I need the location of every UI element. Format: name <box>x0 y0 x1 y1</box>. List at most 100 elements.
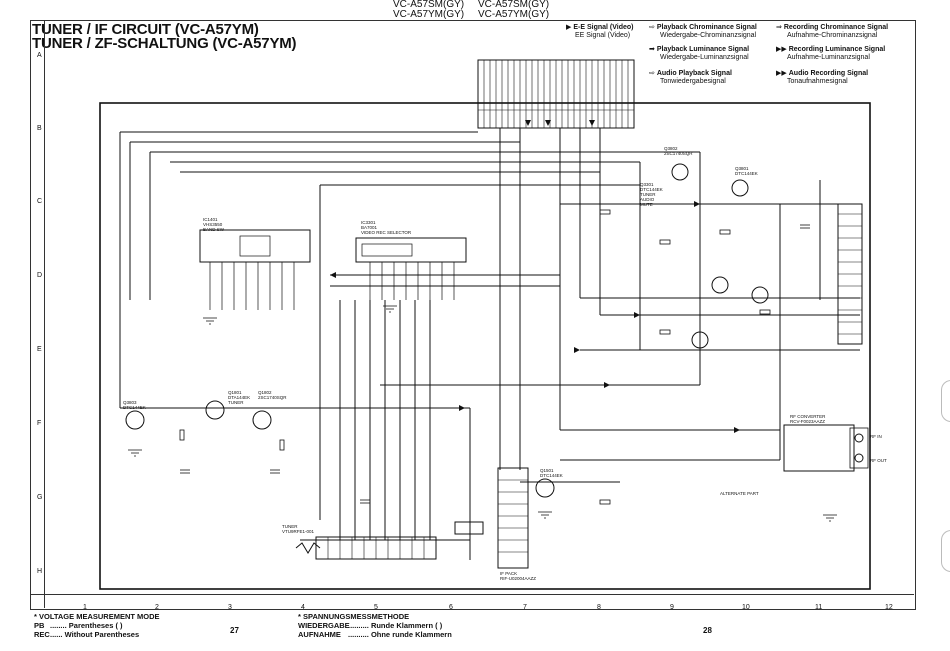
col-label-3: 3 <box>228 604 232 611</box>
row-ruler <box>30 20 45 608</box>
page-number-right: 28 <box>703 626 712 635</box>
q1801-symbol <box>205 400 225 420</box>
ic3301-ref: IC3301 <box>361 220 376 225</box>
voltage-mode-de: * SPANNUNGSMESSMETHODE WIEDERGABE.......… <box>298 612 452 639</box>
signal-arrow-8 <box>459 405 465 411</box>
signal-arrow-5 <box>634 312 640 318</box>
col-label-11: 11 <box>815 604 823 611</box>
rf-in-label: RF IN <box>870 434 882 439</box>
col-label-8: 8 <box>597 604 601 611</box>
svg-text:DTC144EK: DTC144EK <box>123 405 146 410</box>
col-label-6: 6 <box>449 604 453 611</box>
row-label-g: G <box>37 494 43 501</box>
rf-converter-ref: RF CONVERTER <box>790 414 826 419</box>
signal-arrow-10 <box>734 427 740 433</box>
recording-luma-arrow-icon: ▶▶ <box>776 46 787 53</box>
rf-converter-box <box>783 424 855 472</box>
q3802-ref: Q3802 <box>664 146 678 151</box>
binding-hole-1 <box>941 380 950 422</box>
if-pack-box <box>497 467 529 569</box>
model-label-left-2: VC-A57YM(GY) <box>393 9 465 20</box>
q1501-ref: Q1501 <box>540 468 554 473</box>
model-label-right-1: VC-A57SM(GY) <box>478 0 550 10</box>
q3803-symbol <box>125 410 145 430</box>
svg-text:2SC1740SQR: 2SC1740SQR <box>258 395 287 400</box>
q3301-symbol <box>691 331 709 349</box>
signal-arrow-1 <box>525 120 531 126</box>
signal-arrow-2 <box>545 120 551 126</box>
svg-text:VTU9RFE1-001: VTU9RFE1-001 <box>282 529 315 534</box>
model-label-left-1: VC-A57SM(GY) <box>393 0 465 10</box>
col-label-5: 5 <box>374 604 378 611</box>
svg-text:VHS3550: VHS3550 <box>203 222 223 227</box>
row-label-c: C <box>37 198 43 205</box>
col-label-1: 1 <box>83 604 87 611</box>
q1501-symbol <box>535 478 555 498</box>
q3801-symbol <box>671 163 689 181</box>
col-label-7: 7 <box>523 604 527 611</box>
svg-text:BAND SW: BAND SW <box>203 227 225 232</box>
q3802-symbol <box>731 179 749 197</box>
if-pack-ref: IF PACK <box>500 571 517 576</box>
row-label-b: B <box>37 125 42 132</box>
ee-signal-arrow-icon: ▶ <box>566 24 572 31</box>
playback-luma-arrow-icon: ➡ <box>649 46 655 53</box>
ic1401-ref: IC1401 <box>203 217 218 222</box>
audio-recording-arrow-icon: ▶▶ <box>776 70 787 77</box>
row-label-h: H <box>37 568 43 575</box>
signal-arrow-9 <box>604 382 610 388</box>
q3801-ref: Q3801 <box>735 166 749 171</box>
board-outline <box>99 102 871 590</box>
jumper-block <box>454 521 484 535</box>
page-title-en: TUNER / IF CIRCUIT (VC-A57YM) <box>32 21 259 38</box>
voltage-mode-en: * VOLTAGE MEASUREMENT MODE PB........ Pa… <box>34 612 160 639</box>
q3803-ref: Q3803 <box>123 400 137 405</box>
signal-arrow-3 <box>589 120 595 126</box>
binding-hole-2 <box>941 530 950 572</box>
sheet-frame <box>30 20 916 610</box>
col-label-9: 9 <box>670 604 674 611</box>
signal-arrow-4 <box>574 347 580 353</box>
svg-text:RCV-F0023AAZZ: RCV-F0023AAZZ <box>790 419 825 424</box>
page-title-de: TUNER / ZF-SCHALTUNG (VC-A57YM) <box>32 35 297 52</box>
rf-out-label: RF OUT <box>870 458 887 463</box>
col-label-4: 4 <box>301 604 305 611</box>
row-label-d: D <box>37 272 43 279</box>
column-ruler <box>30 594 914 609</box>
alternate-part-label: ALTERNATE PART <box>720 491 759 496</box>
col-label-12: 12 <box>885 604 893 611</box>
signal-arrow-7 <box>330 272 336 278</box>
signal-arrow-6 <box>694 201 700 207</box>
row-label-a: A <box>37 52 42 59</box>
svg-text:VIDEO REC SELECTOR: VIDEO REC SELECTOR <box>361 230 412 235</box>
svg-text:TUNER: TUNER <box>640 192 656 197</box>
q1802-symbol <box>252 410 272 430</box>
recording-chroma-arrow-icon: ⇒ <box>776 24 782 31</box>
ic1401-box <box>199 229 311 263</box>
svg-text:DTA144EK: DTA144EK <box>228 395 250 400</box>
q1801-ref: Q1801 <box>228 390 242 395</box>
svg-text:AUDIO: AUDIO <box>640 197 655 202</box>
ic3301-box <box>355 237 467 263</box>
model-label-right-2: VC-A57YM(GY) <box>478 9 550 20</box>
tuner-ref: TUNER <box>282 524 298 529</box>
legend-item-ee: ▶ E-E Signal (Video)EE Signal (Video) <box>566 24 634 39</box>
page-number-left: 27 <box>230 626 239 635</box>
svg-text:MUTE: MUTE <box>640 202 653 207</box>
svg-text:TUNER: TUNER <box>228 400 244 405</box>
row-label-e: E <box>37 346 42 353</box>
svg-text:DTC144EK: DTC144EK <box>640 187 663 192</box>
q1802-ref: Q1802 <box>258 390 272 395</box>
q3301-ref: Q3301 <box>640 182 654 187</box>
svg-text:DTC144EK: DTC144EK <box>540 473 563 478</box>
col-label-10: 10 <box>742 604 750 611</box>
svg-text:RIF-U02004AAZZ: RIF-U02004AAZZ <box>500 576 536 581</box>
col-label-2: 2 <box>155 604 159 611</box>
